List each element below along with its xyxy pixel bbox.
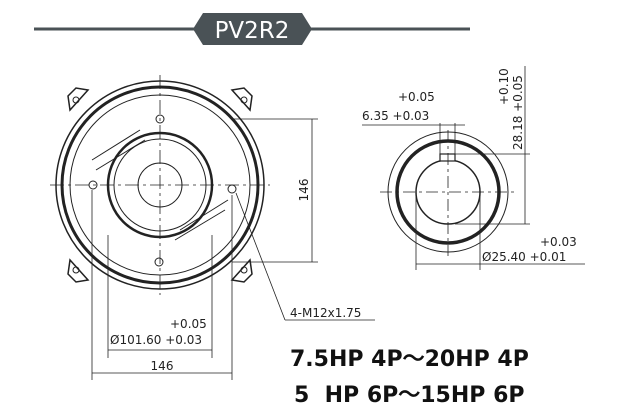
key-tol-upper: +0.05 bbox=[398, 90, 435, 104]
spec-line-1: 7.5HP 4P～20HP 4P bbox=[290, 347, 529, 372]
key-width: 6.35 +0.03 bbox=[362, 109, 429, 123]
shaft-view bbox=[362, 66, 585, 270]
shaft-height: 28.18 +0.05 bbox=[511, 75, 525, 150]
title-banner: PV2R2 bbox=[34, 13, 470, 45]
pilot-tol-upper: +0.05 bbox=[170, 317, 207, 331]
pilot-dia: Ø101.60 +0.03 bbox=[110, 333, 202, 347]
flange-height-dim: 146 bbox=[297, 179, 311, 202]
flange-view bbox=[50, 75, 375, 380]
bolt-callout: 4-M12x1.75 bbox=[290, 306, 361, 320]
flange-width-dim: 146 bbox=[151, 359, 174, 373]
shaft-dia: Ø25.40 +0.01 bbox=[482, 250, 566, 264]
spec-line-2: 5 HP 6P～15HP 6P bbox=[294, 383, 525, 408]
dia-tol-upper: +0.03 bbox=[540, 235, 577, 249]
height-tol-upper: +0.10 bbox=[497, 68, 511, 105]
title: PV2R2 bbox=[215, 18, 290, 44]
